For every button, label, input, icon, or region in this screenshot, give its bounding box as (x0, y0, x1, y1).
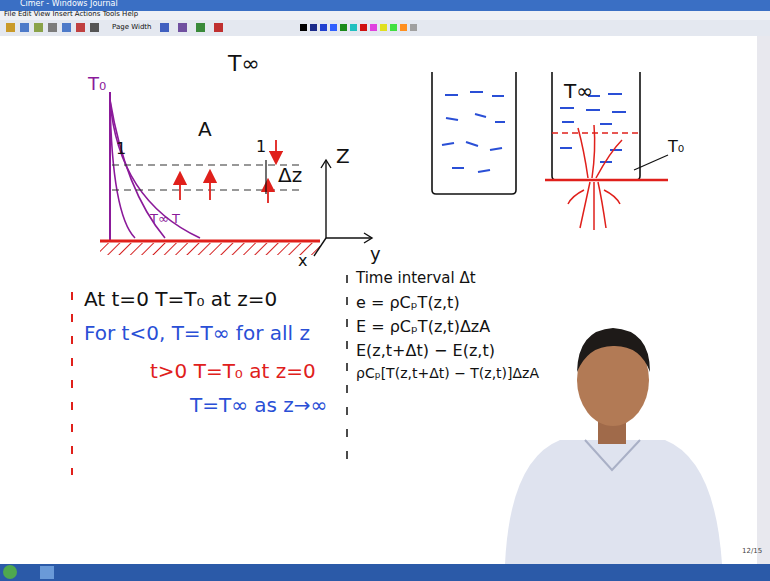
margin-dash (346, 275, 348, 470)
temperature-plot (100, 92, 372, 256)
lecturer-figure (505, 328, 722, 564)
scrollbar (757, 36, 770, 564)
axis-label: y (370, 244, 381, 264)
window-title: Cimer - Windows Journal (20, 0, 118, 9)
boundary-number: 1 (116, 140, 126, 158)
axis-label: x (298, 252, 307, 270)
margin-dash (71, 292, 73, 475)
curve-label: T∞ (150, 212, 169, 226)
zoom-setting: Page Width (112, 24, 152, 32)
boundary-condition: T=T∞ as z→∞ (190, 394, 327, 416)
area-label: A (198, 118, 212, 140)
equation-line: Time interval Δt (356, 270, 476, 287)
equation-line: E = ρCₚT(z,t)ΔzA (356, 318, 490, 336)
boundary-number: 1 (256, 138, 266, 156)
menu-bar (0, 11, 770, 20)
toolbar (0, 20, 770, 36)
equation-line: e = ρCₚT(z,t) (356, 294, 460, 312)
toolbar-icons (6, 23, 417, 32)
start-button (3, 565, 17, 579)
taskbar-icon (40, 566, 54, 579)
equation-line: ρCₚ[T(z,t+Δt) − T(z,t)]ΔzA (356, 366, 539, 381)
menu-items: File Edit View Insert Actions Tools Help (4, 11, 138, 19)
title-bar (0, 0, 770, 11)
ambient-temperature: T∞ (228, 52, 260, 76)
taskbar (0, 564, 770, 581)
curve-label: T (172, 212, 180, 226)
initial-condition: For t<0, T=T∞ for all z (84, 322, 310, 344)
boundary-condition: t>0 T=T₀ at z=0 (150, 360, 316, 382)
page-number: 12/15 (742, 548, 762, 556)
axis-label: T₀ (88, 74, 106, 94)
ambient-temperature: T∞ (564, 80, 593, 102)
equation-line: E(z,t+Δt) − E(z,t) (356, 342, 495, 360)
axis-label: Z (336, 145, 350, 167)
beaker-sketch (432, 72, 668, 230)
slab-thickness: Δz (278, 164, 302, 186)
initial-condition: At t=0 T=T₀ at z=0 (84, 288, 277, 310)
plate-temperature: T₀ (668, 138, 684, 156)
